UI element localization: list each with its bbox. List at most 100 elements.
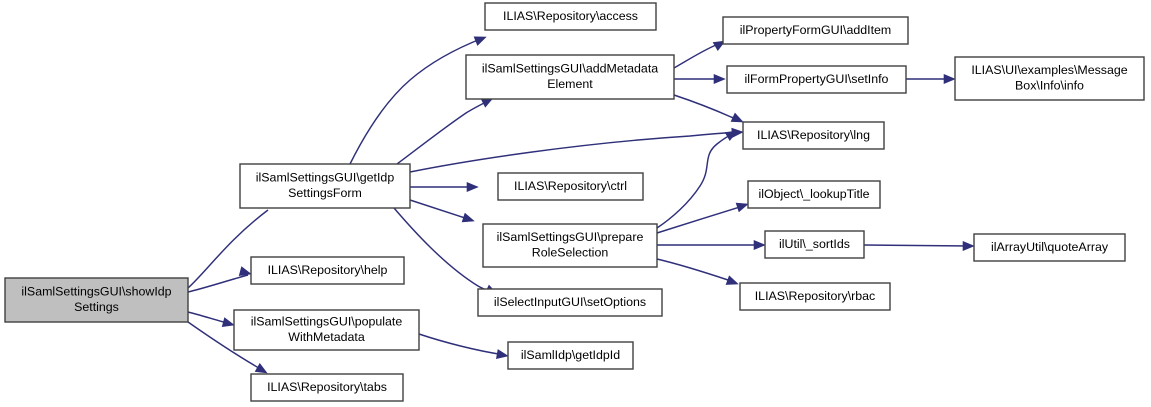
node-label: ilUtil\_sortIds xyxy=(779,237,850,251)
node-box[interactable] xyxy=(465,54,675,100)
node-label: ILIAS\Repository\lng xyxy=(757,128,870,142)
node-label: ilSamlSettingsGUI\prepare xyxy=(497,230,644,244)
node-label: ilArrayUtil\quoteArray xyxy=(991,240,1109,254)
edge-getIdpSettingsForm-to-ctrl xyxy=(410,181,479,193)
node-label: SettingsForm xyxy=(288,186,362,200)
edge-addMetadataElement-to-lng xyxy=(673,94,744,123)
graph-node-tabs[interactable]: ILIAS\Repository\tabs xyxy=(250,373,404,402)
arrowhead-icon xyxy=(461,212,475,223)
graph-node-rbac[interactable]: ILIAS\Repository\rbac xyxy=(739,282,891,311)
edge-line xyxy=(409,131,741,173)
node-label: ILIAS\Repository\access xyxy=(503,9,638,23)
node-label: ILIAS\Repository\tabs xyxy=(267,380,387,394)
arrowhead-icon xyxy=(238,266,252,276)
node-box[interactable] xyxy=(764,230,865,259)
edge-prepareRoleSelection-to-rbac xyxy=(656,258,739,285)
edge-prepareRoleSelection-to-lng xyxy=(656,130,738,229)
arrowhead-icon xyxy=(221,317,235,327)
node-layer: ilSamlSettingsGUI\showIdpSettingsilSamlS… xyxy=(4,2,1145,402)
graph-node-sortIds[interactable]: ilUtil\_sortIds xyxy=(764,230,865,259)
arrowhead-icon xyxy=(735,202,749,213)
graph-node-getIdpId[interactable]: ilSamlIdp\getIdpId xyxy=(507,341,634,370)
node-box[interactable] xyxy=(742,121,885,150)
node-box[interactable] xyxy=(250,256,405,285)
node-box[interactable] xyxy=(739,282,891,311)
graph-node-lng[interactable]: ILIAS\Repository\lng xyxy=(742,121,885,150)
node-label: ilFormPropertyGUI\setInfo xyxy=(745,72,889,86)
edge-line xyxy=(187,321,265,372)
node-box[interactable] xyxy=(4,277,189,323)
node-box[interactable] xyxy=(239,163,411,209)
arrowhead-icon xyxy=(962,240,975,252)
node-label: ILIAS\Repository\rbac xyxy=(755,289,876,303)
graph-node-help[interactable]: ILIAS\Repository\help xyxy=(250,256,405,285)
edge-prepareRoleSelection-to-sortIds xyxy=(657,239,766,251)
arrowhead-icon xyxy=(724,130,738,142)
edge-line xyxy=(409,199,472,221)
node-box[interactable] xyxy=(726,65,907,94)
node-box[interactable] xyxy=(482,223,658,268)
arrowhead-icon xyxy=(753,239,766,251)
edge-prepareRoleSelection-to-lookupTitle xyxy=(656,202,749,234)
graph-node-addItem[interactable]: ilPropertyFormGUI\addItem xyxy=(722,16,909,45)
edge-line xyxy=(656,132,735,229)
node-label: ilSamlSettingsGUI\addMetadata xyxy=(482,62,658,76)
arrowhead-icon xyxy=(254,362,268,374)
node-box[interactable] xyxy=(250,373,404,402)
node-label: ILIAS\Repository\help xyxy=(268,263,388,277)
edge-addMetadataElement-to-setInfo xyxy=(674,73,726,85)
arrowhead-icon xyxy=(473,36,487,46)
node-box[interactable] xyxy=(973,233,1126,262)
graph-node-setInfo[interactable]: ilFormPropertyGUI\setInfo xyxy=(726,65,907,94)
edge-addMetadataElement-to-addItem xyxy=(673,40,726,69)
graph-node-access[interactable]: ILIAS\Repository\access xyxy=(484,2,657,31)
node-label: ILIAS\UI\examples\Message xyxy=(971,63,1127,77)
edge-line xyxy=(673,94,741,122)
node-box[interactable] xyxy=(484,2,657,31)
graph-node-ctrl[interactable]: ILIAS\Repository\ctrl xyxy=(497,172,644,201)
edge-getIdpSettingsForm-to-lng xyxy=(409,127,744,173)
edge-line xyxy=(396,99,491,165)
edge-showIdpSettings-to-tabs xyxy=(187,321,268,374)
node-label: Element xyxy=(547,77,593,91)
arrowhead-icon xyxy=(943,73,956,85)
edge-line xyxy=(187,274,249,293)
node-label: ilSamlIdp\getIdpId xyxy=(521,348,620,362)
node-box[interactable] xyxy=(477,288,663,317)
edge-showIdpSettings-to-help xyxy=(187,266,252,293)
edge-line xyxy=(187,209,269,289)
edge-populateWithMetadata-to-getIdpId xyxy=(418,333,509,360)
node-box[interactable] xyxy=(954,56,1145,101)
node-label: ilPropertyFormGUI\addItem xyxy=(740,23,891,37)
edge-line xyxy=(349,37,484,165)
graph-node-setOptions[interactable]: ilSelectInputGUI\setOptions xyxy=(477,288,663,317)
edge-line xyxy=(393,207,495,294)
arrowhead-icon xyxy=(712,40,726,52)
arrowhead-icon xyxy=(725,275,739,285)
node-box[interactable] xyxy=(497,172,644,201)
node-box[interactable] xyxy=(747,180,881,209)
node-box[interactable] xyxy=(722,16,909,45)
node-box[interactable] xyxy=(233,309,420,351)
graph-node-quoteArray[interactable]: ilArrayUtil\quoteArray xyxy=(973,233,1126,262)
arrowhead-icon xyxy=(713,73,726,85)
graph-node-lookupTitle[interactable]: ilObject\_lookupTitle xyxy=(747,180,881,209)
node-label: ILIAS\Repository\ctrl xyxy=(514,179,627,193)
node-label: ilObject\_lookupTitle xyxy=(758,187,869,201)
node-label: WithMetadata xyxy=(288,330,365,344)
node-box[interactable] xyxy=(507,341,634,370)
edge-line xyxy=(863,244,972,247)
node-label: ilSamlSettingsGUI\populate xyxy=(251,315,403,329)
arrowhead-icon xyxy=(495,349,509,360)
node-label: RoleSelection xyxy=(532,246,609,260)
node-label: ilSamlSettingsGUI\showIdp xyxy=(21,285,171,299)
edge-line xyxy=(418,333,506,356)
